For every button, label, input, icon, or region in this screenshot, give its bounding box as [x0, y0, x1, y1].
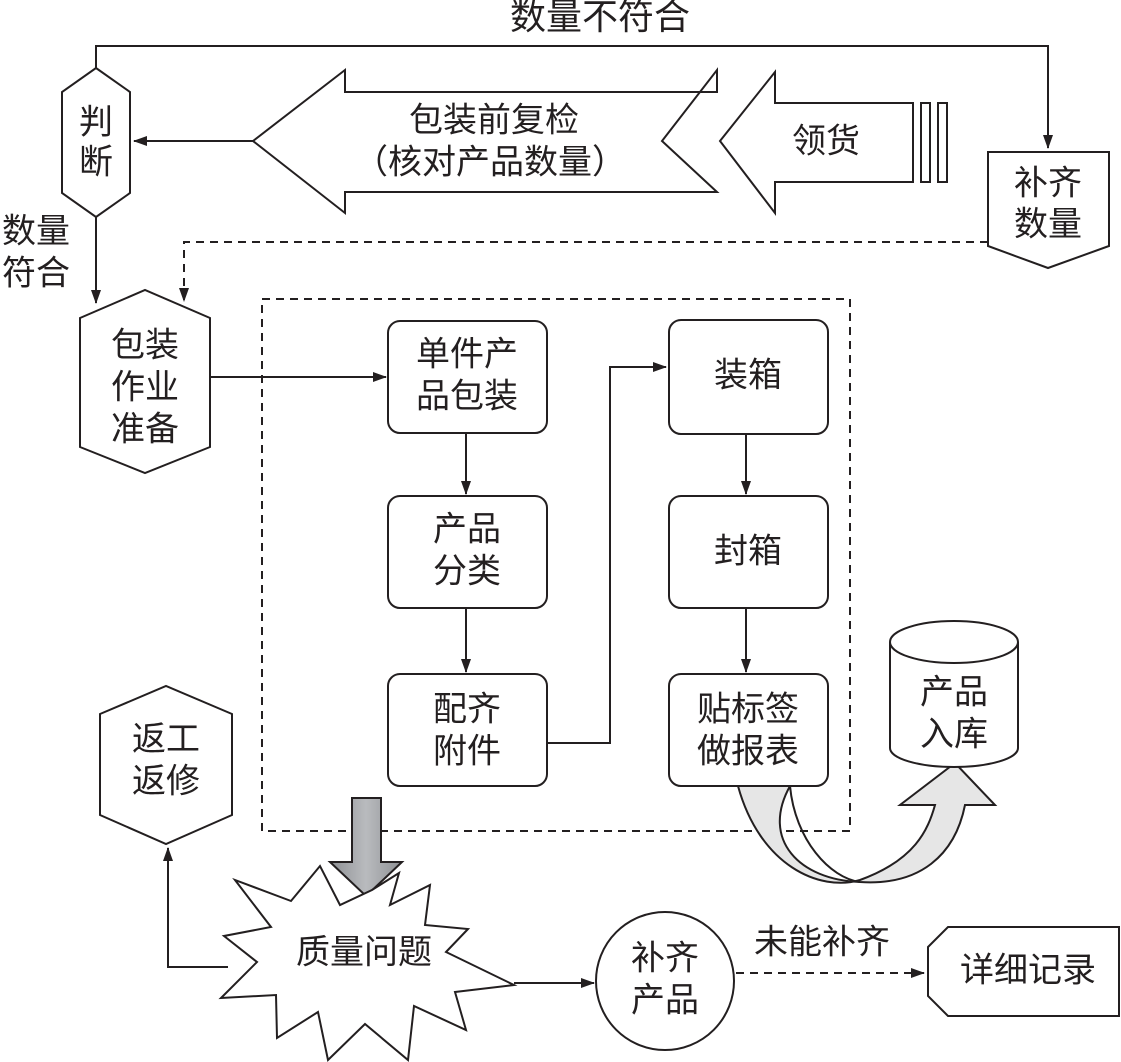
- quality-issue-node: 质量问题: [218, 864, 518, 1062]
- quantity-mismatch-label: 数量不符合: [510, 0, 690, 38]
- detail-record-label: 详细记录: [960, 951, 1096, 991]
- replenish-to-prep-connector: [179, 241, 988, 302]
- recheck-label-2: （核对产品数量）: [354, 143, 626, 183]
- label-report-node: 贴标签 做报表: [668, 673, 829, 787]
- quality-issue-label: 质量问题: [296, 933, 432, 973]
- rework-label-1: 返工: [132, 720, 200, 760]
- not-replenished-label: 未能补齐: [754, 923, 890, 963]
- quantity-match-label-2: 符合: [2, 254, 70, 294]
- classify-label-2: 分类: [433, 552, 501, 592]
- warehouse-label-2: 入库: [920, 715, 988, 755]
- packaging-process-boundary: [261, 298, 851, 832]
- accessories-to-boxing-connector: [547, 362, 667, 744]
- warehouse-curved-arrow: [736, 761, 998, 884]
- sealing-node: 封箱: [668, 495, 829, 609]
- judge-label-2: 断: [79, 143, 113, 183]
- judge-node: 判 断: [61, 66, 131, 219]
- receive-label: 领货: [792, 122, 860, 162]
- accessories-label-1: 配齐: [433, 690, 501, 730]
- recheck-label-1: 包装前复检: [409, 101, 579, 141]
- recheck-arrow: 包装前复检 （核对产品数量）: [251, 67, 720, 216]
- receive-arrow: 领货: [718, 69, 948, 216]
- packaging-prep-label-1: 包装: [111, 326, 179, 366]
- quantity-mismatch-connector: [95, 45, 1053, 149]
- packaging-prep-label-3: 准备: [111, 410, 179, 450]
- packaging-prep-label-2: 作业: [111, 368, 179, 408]
- replenish-quantity-label-1: 补齐: [1014, 164, 1082, 204]
- label-report-label-1: 贴标签: [697, 690, 799, 730]
- sealing-label: 封箱: [714, 532, 782, 572]
- boxing-label: 装箱: [714, 356, 782, 396]
- replenish-product-label-2: 产品: [631, 981, 699, 1021]
- single-pack-node: 单件产 品包装: [387, 320, 548, 434]
- label-report-label-2: 做报表: [697, 732, 799, 772]
- rework-label-2: 返修: [132, 762, 200, 802]
- replenish-quantity-node: 补齐 数量: [987, 151, 1110, 270]
- classify-node: 产品 分类: [387, 495, 548, 609]
- detail-record-node: 详细记录: [927, 926, 1120, 1017]
- accessories-label-2: 附件: [433, 732, 501, 772]
- quality-down-arrow: [327, 797, 405, 898]
- replenish-product-node: 补齐 产品: [595, 911, 735, 1051]
- single-pack-label-2: 品包装: [416, 377, 518, 417]
- single-pack-label-1: 单件产: [416, 335, 518, 375]
- accessories-node: 配齐 附件: [387, 673, 548, 787]
- replenish-quantity-label-2: 数量: [1014, 205, 1082, 245]
- quality-to-rework-connector: [163, 847, 228, 968]
- warehouse-label-1: 产品: [920, 673, 988, 713]
- warehouse-node: 产品 入库: [889, 620, 1019, 768]
- quantity-match-label-1: 数量: [2, 212, 70, 252]
- rework-node: 返工 返修: [99, 684, 233, 846]
- replenish-product-label-1: 补齐: [631, 939, 699, 979]
- boxing-node: 装箱: [668, 319, 829, 435]
- judge-label-1: 判: [79, 103, 113, 143]
- packaging-prep-node: 包装 作业 准备: [79, 288, 211, 475]
- classify-label-1: 产品: [433, 510, 501, 550]
